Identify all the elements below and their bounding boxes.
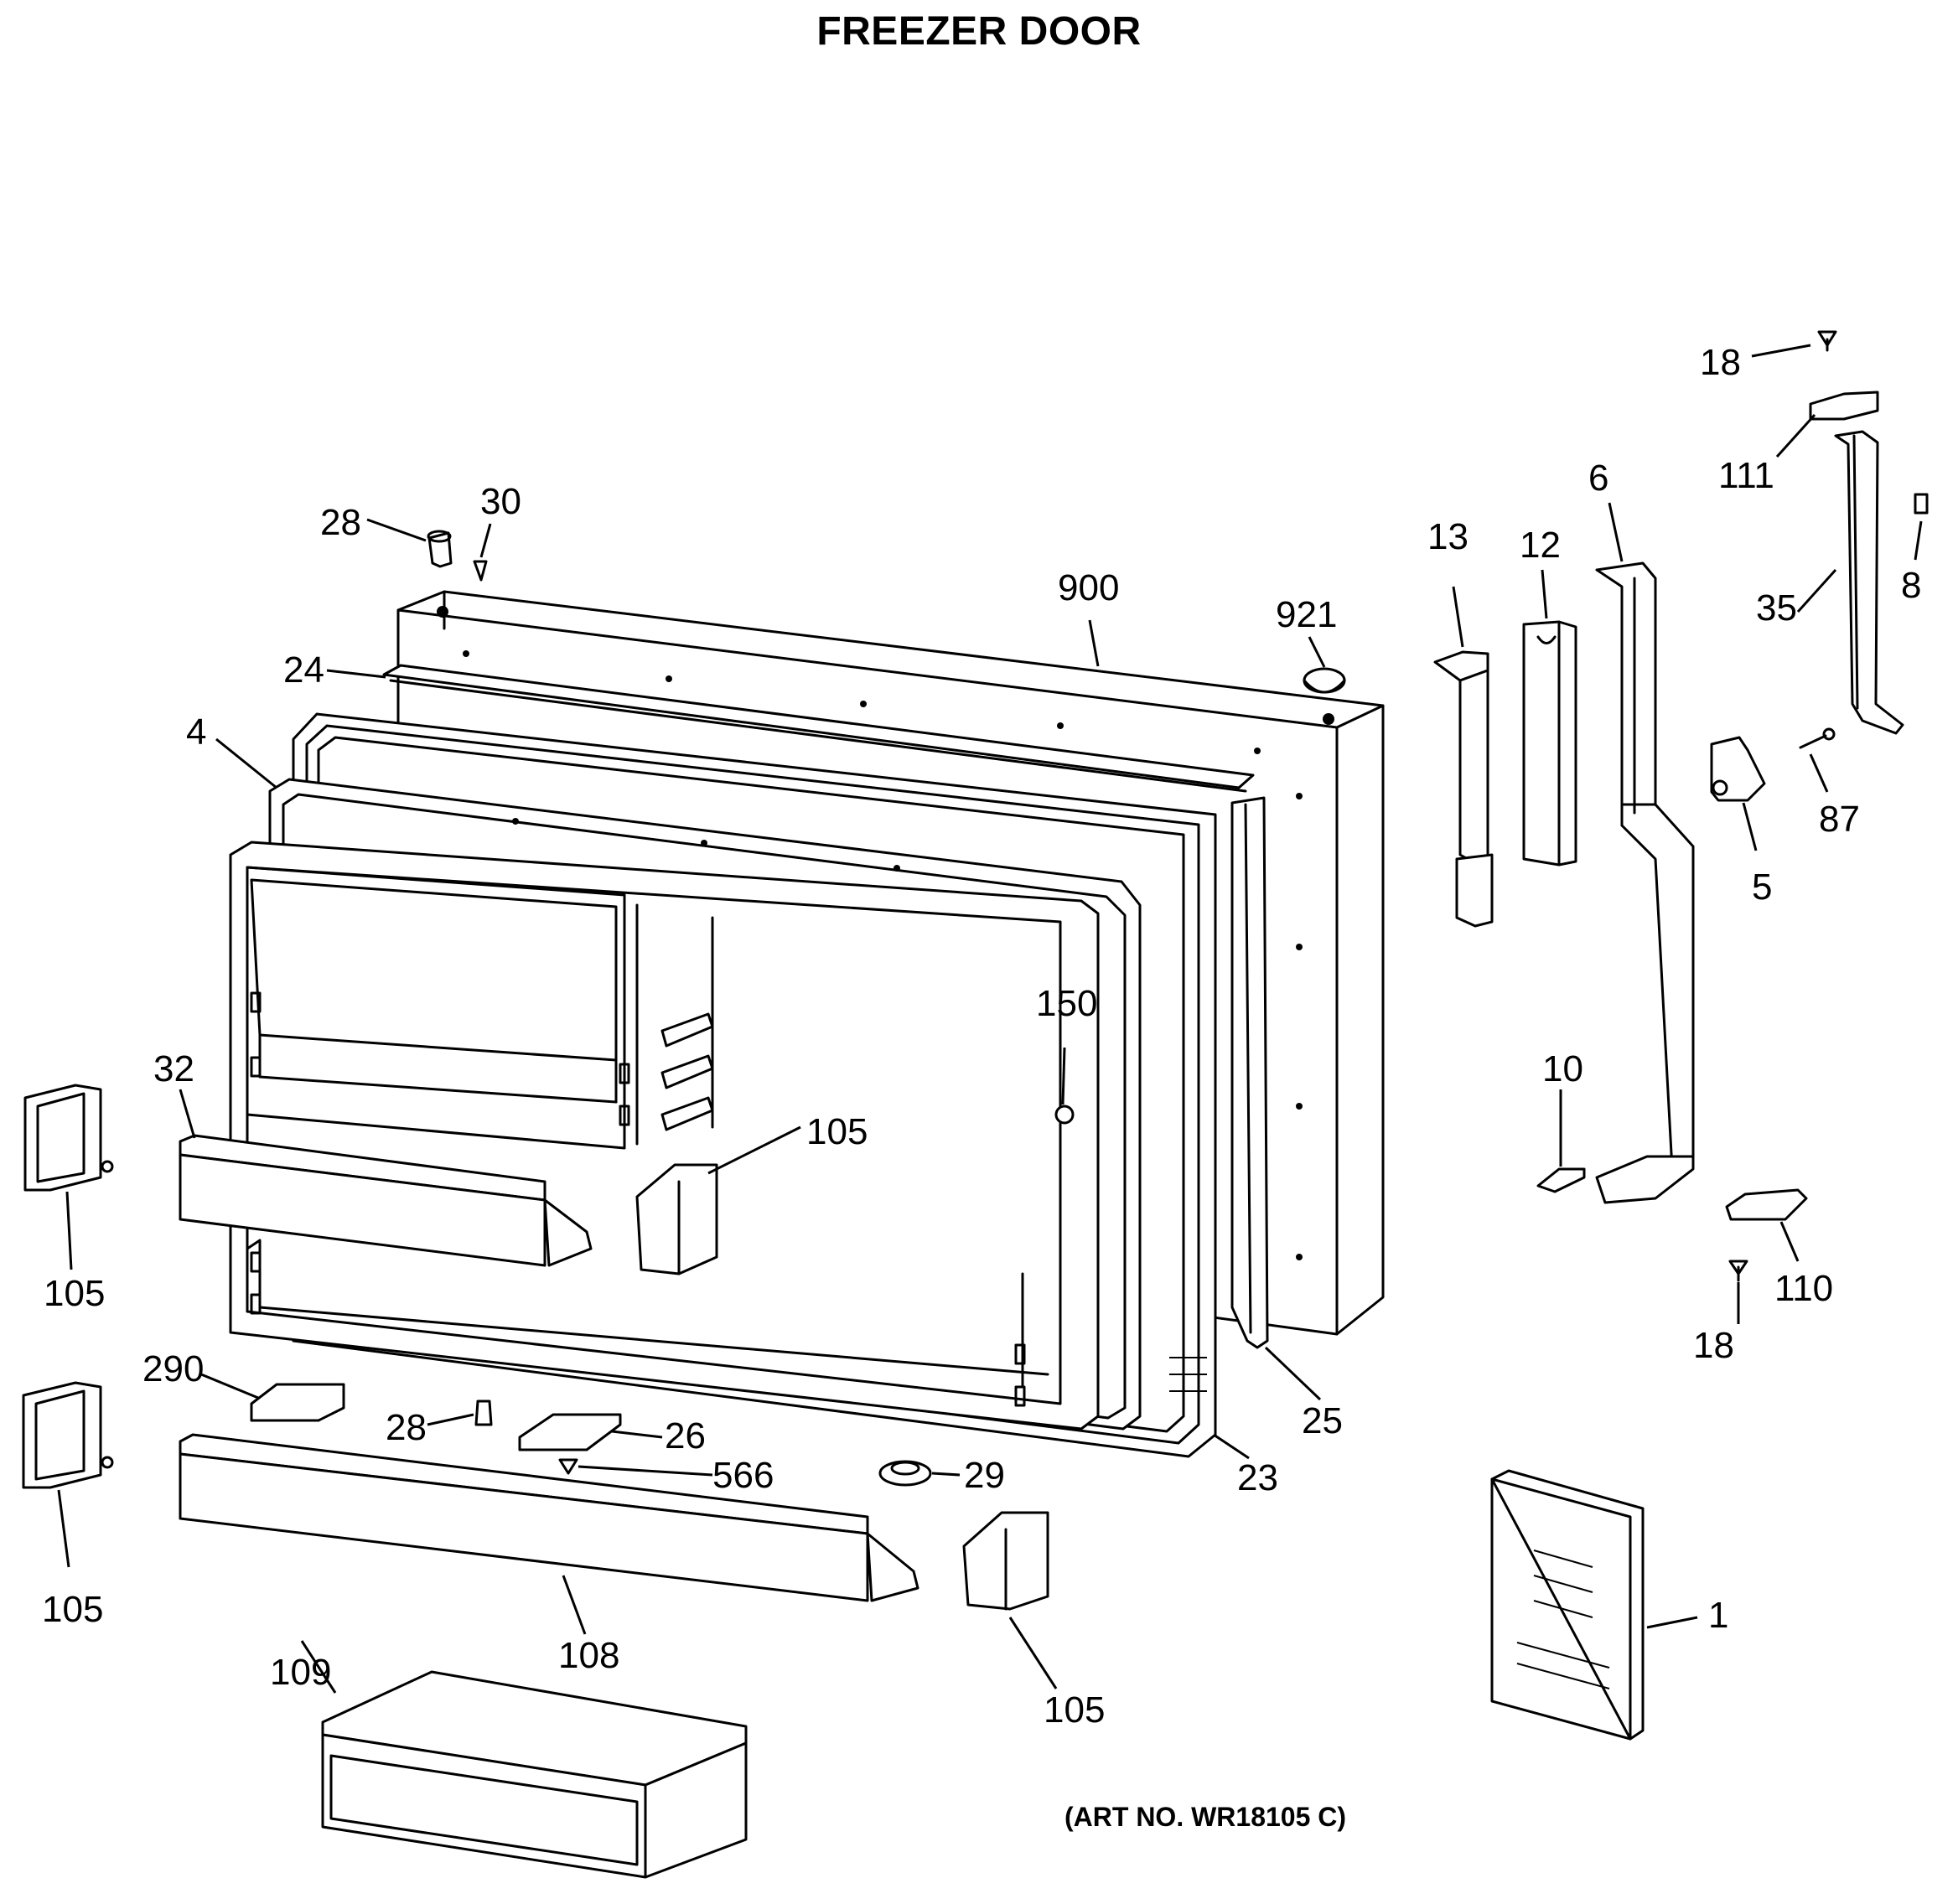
bracket-13: [1433, 650, 1494, 928]
callout-109: 109: [270, 1652, 331, 1693]
shelf-end-105-center: [635, 1163, 718, 1275]
callout-13: 13: [1427, 516, 1468, 557]
callout-18-top: 18: [1700, 342, 1741, 383]
callout-111: 111: [1718, 455, 1774, 496]
callout-8: 8: [1901, 565, 1921, 606]
callout-25: 25: [1302, 1400, 1343, 1441]
retainer-24: [382, 664, 1255, 793]
channel-12: [1522, 620, 1577, 867]
breaker-strip-25: [1230, 796, 1269, 1349]
callout-23: 23: [1237, 1457, 1278, 1498]
plug-921: [1303, 667, 1346, 694]
callout-10: 10: [1542, 1048, 1583, 1089]
callout-18-bottom: 18: [1693, 1325, 1734, 1366]
callout-108: 108: [558, 1635, 619, 1676]
component-150: [1054, 1105, 1075, 1125]
leader-lines: [57, 344, 1923, 1694]
art-number: (ART NO. WR18105 C): [1064, 1802, 1347, 1832]
plate-26: [518, 1413, 622, 1451]
clip-10: [1536, 1167, 1586, 1193]
clip-8: [1914, 493, 1929, 515]
diagram-title: FREEZER DOOR: [816, 9, 1142, 54]
callout-1: 1: [1708, 1595, 1728, 1636]
callout-32: 32: [153, 1048, 194, 1089]
callout-105-upper-left: 105: [44, 1273, 105, 1314]
callout-290: 290: [142, 1348, 204, 1389]
inner-door-liner: [229, 841, 1100, 1431]
callout-24: 24: [283, 649, 324, 691]
callout-30: 30: [480, 481, 521, 522]
callout-110: 110: [1774, 1268, 1833, 1309]
screw-30: [473, 560, 488, 582]
callout-105-lower-left: 105: [42, 1589, 103, 1630]
callout-105-center: 105: [806, 1111, 868, 1152]
bin-109: [321, 1670, 748, 1879]
callout-566: 566: [712, 1455, 774, 1496]
hinge-5: [1710, 736, 1766, 802]
callout-35: 35: [1756, 587, 1797, 629]
screw-18-top: [1817, 330, 1837, 352]
handle-bar-6: [1595, 561, 1695, 1204]
callout-28-top: 28: [320, 502, 361, 543]
callout-labels: 18 111 8 35 6 13 12 28 30 900 921 24 4 8…: [42, 342, 1921, 1731]
screw-566: [558, 1458, 578, 1475]
block-290: [250, 1383, 345, 1422]
hinge-cap-111: [1809, 391, 1879, 421]
callout-29: 29: [964, 1455, 1005, 1496]
callout-105-lower-center: 105: [1044, 1689, 1105, 1731]
bumper-29: [878, 1460, 932, 1487]
manual-1: [1490, 1469, 1645, 1741]
screw-28-top: [427, 530, 453, 568]
callout-4: 4: [186, 711, 206, 753]
screw-87: [1799, 727, 1836, 749]
callout-12: 12: [1520, 525, 1561, 566]
callout-5: 5: [1752, 867, 1772, 908]
shelf-end-105-lower-left: [22, 1381, 114, 1489]
callout-26: 26: [665, 1415, 706, 1456]
bracket-110: [1725, 1188, 1808, 1221]
shelf-32: [179, 1134, 593, 1267]
screw-18-bottom: [1728, 1260, 1748, 1282]
callout-87: 87: [1819, 799, 1860, 840]
callout-900: 900: [1058, 567, 1119, 608]
trim-35: [1834, 430, 1904, 735]
shelf-end-105-lower-center: [962, 1511, 1049, 1611]
shelf-end-105-upper-left: [23, 1084, 114, 1192]
shelf-108: [179, 1433, 919, 1602]
callout-150: 150: [1036, 983, 1097, 1024]
callout-921: 921: [1276, 594, 1337, 635]
callout-6: 6: [1588, 458, 1608, 499]
callout-28-lower: 28: [386, 1407, 427, 1448]
stud-28-lower: [474, 1400, 493, 1426]
